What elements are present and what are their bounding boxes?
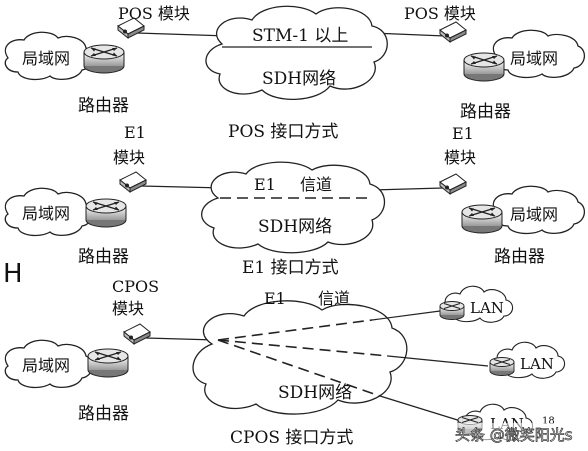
pos-caption: POS 接口方式 xyxy=(228,122,338,142)
cpos-sdh-cloud xyxy=(192,300,408,415)
pos-right-module-label: POS 模块 xyxy=(404,4,476,23)
cpos-module-label-1: CPOS xyxy=(112,277,159,296)
cpos-caption: CPOS 接口方式 xyxy=(230,428,353,448)
cpos-channel-label-right: 信道 xyxy=(318,289,350,308)
e1-right-module-label-1: E1 xyxy=(452,124,474,143)
pos-right-module-icon xyxy=(439,21,467,43)
e1-right-router-icon xyxy=(461,204,503,234)
pos-right-lan-cloud xyxy=(492,29,585,79)
e1-section: E1 信道 SDH网络 局域网 局域网 E1 模块 E1 模块 路由器 路由器 … xyxy=(4,123,585,278)
pos-sdh-label: SDH网络 xyxy=(262,69,336,89)
cpos-channel-2 xyxy=(217,339,389,357)
pos-left-router-icon xyxy=(83,44,125,74)
e1-channel-label-right: 信道 xyxy=(300,175,332,194)
cpos-lan-2-router-icon xyxy=(489,357,515,376)
pos-channel-label: STM-1 以上 xyxy=(252,26,348,46)
e1-channel-label-left: E1 xyxy=(254,175,276,194)
cpos-section: H E1 信道 SDH网络 局域网 CPOS 模块 路由器 LAN xyxy=(3,259,566,448)
cpos-left-lan-label: 局域网 xyxy=(22,356,70,375)
pos-right-lan-label: 局域网 xyxy=(510,49,558,68)
cpos-lan-1-label: LAN xyxy=(470,299,504,317)
pos-left-router-label: 路由器 xyxy=(78,96,129,116)
e1-right-lan-cloud xyxy=(492,185,585,235)
section-marker: H xyxy=(3,259,23,289)
cpos-link-left xyxy=(145,337,217,341)
cpos-channel-3 xyxy=(217,339,381,397)
cpos-lan-link-3 xyxy=(379,395,465,423)
e1-right-router-label: 路由器 xyxy=(494,247,545,267)
cpos-channel-1 xyxy=(217,319,373,341)
e1-left-lan-label: 局域网 xyxy=(22,204,70,223)
pos-left-lan-label: 局域网 xyxy=(22,49,70,68)
e1-left-module-icon xyxy=(119,171,147,193)
cpos-module-label-2: 模块 xyxy=(112,299,144,318)
e1-left-router-icon xyxy=(85,198,127,228)
cpos-channel-label-left: E1 xyxy=(264,289,286,308)
cpos-lan-link-1 xyxy=(371,310,441,321)
e1-left-router-label: 路由器 xyxy=(78,247,129,267)
e1-sdh-cloud xyxy=(201,161,386,254)
pos-link-left xyxy=(136,32,229,37)
watermark-text: 头条 @微笑阳光s xyxy=(455,426,573,444)
e1-sdh-label: SDH网络 xyxy=(258,217,332,237)
e1-right-module-icon xyxy=(439,173,467,195)
pos-sdh-cloud xyxy=(205,5,388,100)
watermark: 头条 @微笑阳光s xyxy=(452,423,586,445)
cpos-lan-link-2 xyxy=(387,355,489,367)
cpos-sdh-label: SDH网络 xyxy=(278,383,352,403)
e1-left-module-label-1: E1 xyxy=(124,123,146,142)
e1-left-module-label-2: 模块 xyxy=(113,148,145,167)
cpos-lan-1-router-icon xyxy=(439,301,465,320)
cpos-left-router-icon xyxy=(87,348,129,378)
page-number: 18 xyxy=(542,416,555,427)
pos-left-module-label: POS 模块 xyxy=(118,4,190,23)
pos-right-router-label: 路由器 xyxy=(460,102,511,122)
e1-right-module-label-2: 模块 xyxy=(444,148,476,167)
pos-section: STM-1 以上 SDH网络 局域网 局域网 POS 模块 POS 模块 路由器… xyxy=(4,4,585,142)
cpos-module-icon xyxy=(123,323,151,345)
e1-link-right xyxy=(371,187,444,191)
e1-link-left xyxy=(140,185,225,189)
cpos-left-router-label: 路由器 xyxy=(78,404,129,424)
e1-right-lan-label: 局域网 xyxy=(510,205,558,224)
pos-right-router-icon xyxy=(463,52,505,82)
e1-caption: E1 接口方式 xyxy=(242,258,339,278)
cpos-lan-2-label: LAN xyxy=(520,355,554,373)
